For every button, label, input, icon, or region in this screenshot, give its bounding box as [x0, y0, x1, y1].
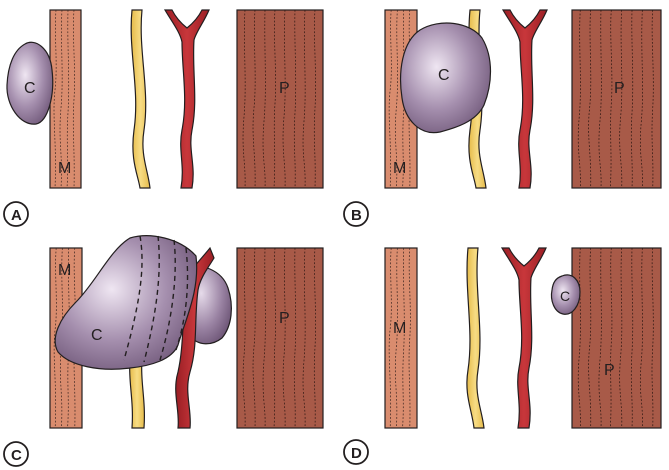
muscle-m-label-c: M — [58, 262, 71, 279]
muscle-m-label-a: M — [58, 160, 71, 177]
panel-letter-c: C — [11, 447, 22, 464]
cyst-label-b: C — [438, 67, 450, 84]
muscle-m-label-b: M — [393, 160, 406, 177]
panel-a: C M P A — [3, 9, 324, 227]
vessel-b — [501, 9, 548, 189]
panel-badge-d — [343, 439, 369, 465]
vessel-a — [163, 9, 210, 189]
panel-letter-a: A — [11, 207, 22, 224]
nerve-d — [466, 247, 485, 429]
panel-b: C M P B — [343, 9, 662, 227]
panel-badge-b — [343, 201, 369, 227]
panel-letter-b: B — [351, 207, 362, 224]
muscle-m-label-d: M — [393, 320, 406, 337]
nerve-a — [130, 9, 151, 189]
muscle-p-b — [571, 9, 662, 189]
muscle-m-a — [49, 9, 82, 189]
cyst-b — [399, 22, 492, 134]
nerve-c — [129, 359, 145, 429]
panel-badge-a — [3, 201, 29, 227]
muscle-m-d — [384, 247, 418, 429]
cyst-c — [54, 235, 198, 370]
muscle-p-label-d: P — [604, 362, 615, 379]
panel-letter-d: D — [351, 445, 362, 462]
muscle-p-c — [236, 247, 324, 429]
muscle-p-label-c: P — [279, 310, 290, 327]
cyst-d — [550, 274, 581, 315]
cyst-label-a: C — [24, 80, 36, 97]
panel-badge-c — [3, 441, 29, 467]
vessel-d — [500, 247, 547, 429]
cyst-dashed-lines-c — [123, 235, 189, 363]
muscle-p-a — [236, 9, 324, 189]
panel-d: C M P D — [343, 247, 662, 465]
cyst-a — [6, 41, 54, 125]
muscle-p-label-b: P — [614, 80, 625, 97]
cyst-label-c: C — [91, 327, 103, 344]
panel-c: C M P C — [3, 235, 324, 467]
cyst-label-d: C — [560, 288, 570, 304]
muscle-p-d — [571, 247, 662, 429]
vessel-c — [175, 246, 215, 429]
muscle-p-label-a: P — [279, 80, 290, 97]
